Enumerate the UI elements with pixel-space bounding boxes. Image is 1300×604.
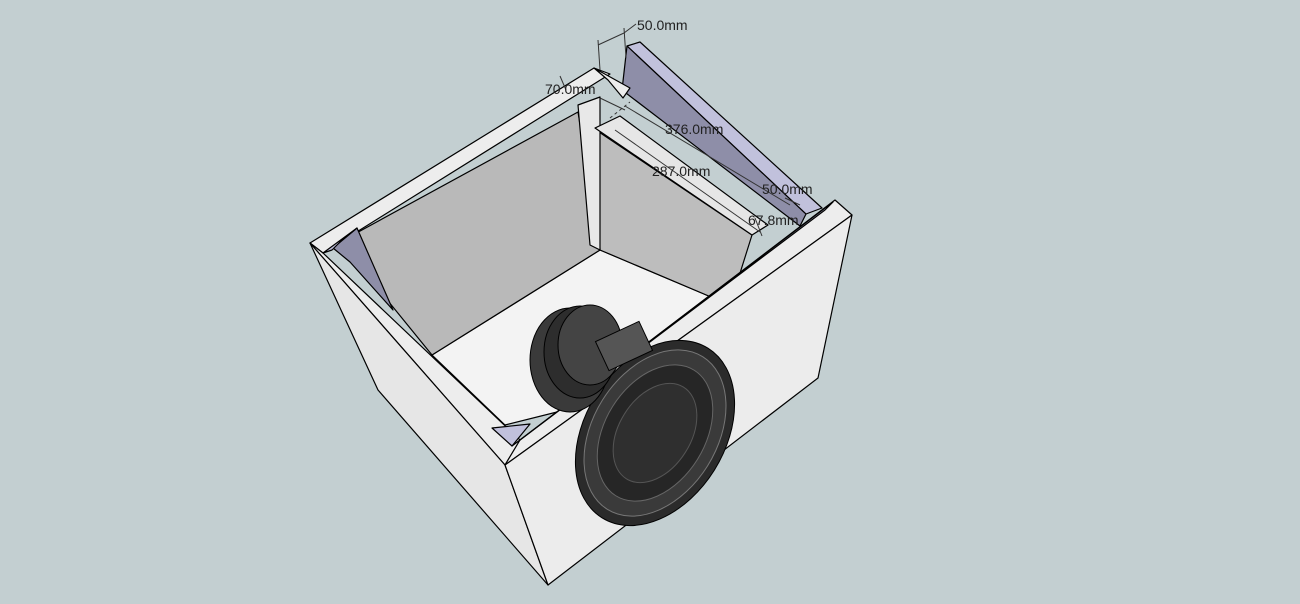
rim-lining-left [322,227,358,254]
rim-back [593,67,631,99]
divider-panel [577,96,601,251]
dimension-label-divider-thickness: 70.0mm [545,81,596,97]
dimension-labels: 50.0mm 70.0mm 376.0mm 287.0mm 50.0mm 67.… [545,17,813,228]
dimension-label-port-gap: 50.0mm [762,181,813,197]
dimension-label-port-offset: 67.8mm [748,212,799,228]
driver-cone-inner [612,382,698,484]
woofer-driver[interactable] [543,311,768,555]
driver-magnet [529,304,654,413]
dimension-label-top-port-width: 50.0mm [637,17,688,33]
dimension-label-port-length: 376.0mm [665,121,723,137]
dimension-label-divider-length: 287.0mm [652,163,710,179]
corner-brace-front [491,423,531,447]
dimension-lines [559,23,801,237]
